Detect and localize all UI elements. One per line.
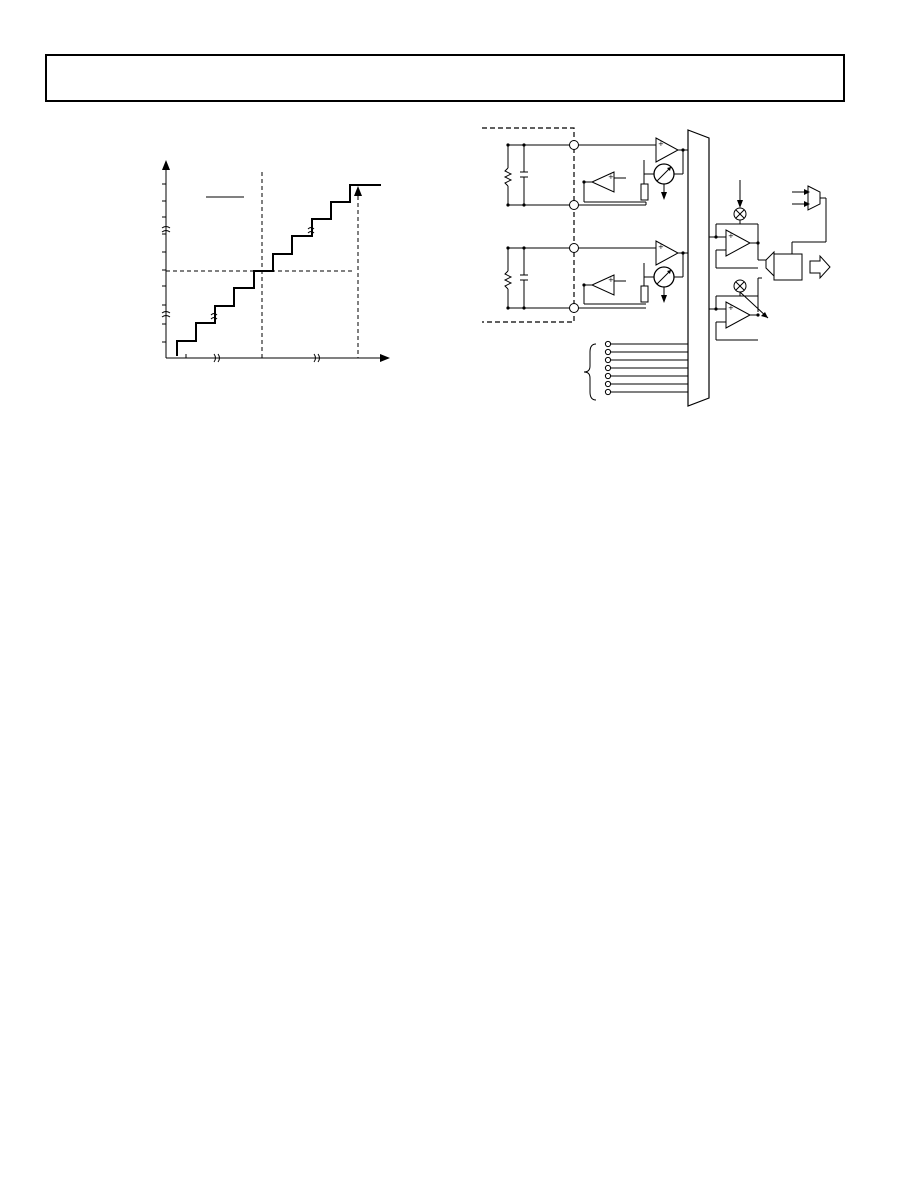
channel-1-pin-high [569,140,579,150]
svg-text:+: + [658,140,664,148]
input-circuit-schematic: + + [482,127,831,407]
svg-text:+: + [608,276,614,284]
upper-pga [725,229,752,257]
y-axis-break-lower [161,311,171,318]
channel-1: + + [503,137,688,210]
svg-text:+: + [608,173,614,181]
channel-2-pin-low [569,303,579,313]
transfer-function-figure [161,160,390,363]
channel-1-excitation-amp [590,171,615,193]
sensor-resistor-1 [503,167,513,187]
channel-2: + + [503,240,688,313]
x-axis-break-left [213,353,220,363]
input-multiplexer [687,129,710,407]
channel-1-buffer-amp [655,137,680,163]
upper-amplifier-path: + [709,180,766,269]
x-axis-break-right [313,353,320,363]
channel-2-sense-resistor [640,285,649,303]
digital-output-arrow [809,254,831,280]
channel-2-excitation-amp [590,274,615,296]
y-axis-break-upper [161,226,171,233]
transfer-staircase [176,184,381,356]
channel-1-sense-resistor [640,183,649,201]
staircase-break-lower [210,313,218,320]
page-header-frame [45,54,845,102]
svg-text:+: + [728,232,734,240]
channel-1-pin-low [569,200,579,210]
gain-adjust-arrow [739,291,769,319]
lower-pga [725,301,752,329]
y-axis-arrowhead [162,160,170,170]
fullscale-arrowhead [354,186,362,196]
control-pins-brace [583,343,597,401]
lower-amplifier-path: + [709,277,769,341]
sensor-resistor-2 [503,270,513,290]
channel-2-pin-high [569,243,579,253]
svg-text:+: + [728,304,734,312]
adc-input-comparator [765,250,775,278]
x-axis-arrowhead [380,354,390,362]
reference-selector [792,185,827,211]
control-pin-bus [583,340,688,401]
svg-text:+: + [658,243,664,251]
channel-2-buffer-amp [655,240,680,266]
adc-converter [773,253,803,281]
staircase-break-upper [307,227,315,234]
y-axis-ticks [162,183,166,343]
external-sensor-enclosure [482,127,575,323]
reference-mux [807,185,821,211]
adc-block [765,208,831,281]
